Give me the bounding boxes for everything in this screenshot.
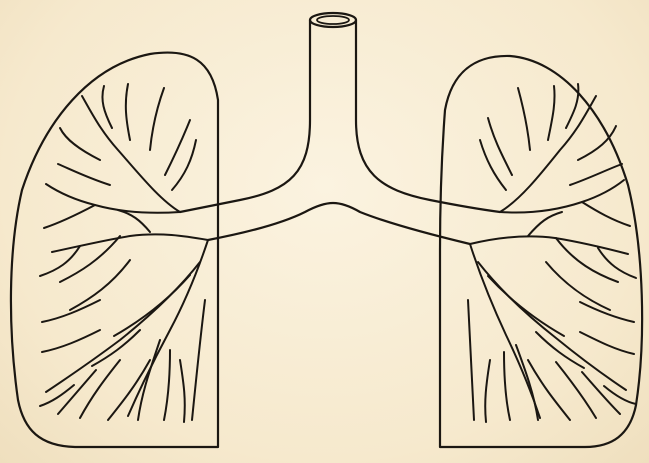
bronchial-tube-outline (180, 20, 500, 244)
left-lung-outline (11, 53, 218, 447)
trachea (310, 13, 356, 27)
right-bronchial-tree (468, 84, 636, 422)
left-bronchial-tree (40, 84, 208, 422)
right-lung-outline (440, 56, 642, 447)
trachea-lumen (317, 16, 349, 24)
